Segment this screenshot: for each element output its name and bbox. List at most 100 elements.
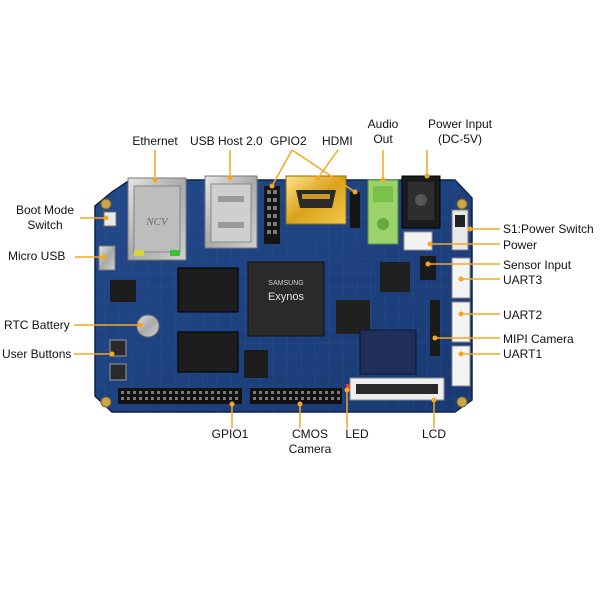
header-pin	[253, 391, 256, 394]
header-pin	[325, 391, 328, 394]
label-boot-mode-line1: Boot Mode	[15, 203, 75, 217]
header-pin	[181, 397, 184, 400]
label-micro-usb: Micro USB	[8, 249, 66, 263]
lcd-connector	[349, 377, 445, 401]
label-lcd: LCD	[421, 427, 446, 441]
header-pin	[127, 397, 130, 400]
header-pin	[217, 391, 220, 394]
header-pin	[313, 397, 316, 400]
header-pin	[235, 391, 238, 394]
label-power-input-line2: (DC-5V)	[438, 132, 482, 146]
header-pin	[271, 391, 274, 394]
header-pin	[211, 391, 214, 394]
header-pin	[205, 397, 208, 400]
header-pin	[145, 391, 148, 394]
header-pin	[331, 391, 334, 394]
leader-dots	[101, 173, 473, 407]
ethernet-jack: NCV	[127, 177, 187, 261]
label-audio-out-line2: Out	[373, 132, 393, 146]
header-pin	[259, 391, 262, 394]
leader-lines	[74, 149, 500, 428]
header-pin	[133, 391, 136, 394]
label-cmos-camera-line2: Camera	[288, 442, 332, 456]
label-mipi-camera: MIPI Camera	[503, 332, 574, 346]
header-pin	[199, 391, 202, 394]
soc-name-text: Exynos	[268, 291, 305, 303]
label-led: LED	[345, 427, 369, 441]
label-s1-power-switch: S1:Power Switch	[503, 222, 594, 236]
header-pin	[175, 397, 178, 400]
header-pin	[133, 397, 136, 400]
header-pin	[277, 391, 280, 394]
small-header-right	[350, 192, 360, 228]
header-pin	[229, 391, 232, 394]
label-power: Power	[503, 238, 538, 252]
header-pin	[307, 397, 310, 400]
header-pin	[301, 391, 304, 394]
header-pin	[265, 397, 268, 400]
power-connector	[403, 231, 433, 251]
gpio1-header	[118, 388, 242, 404]
header-pin	[193, 391, 196, 394]
power-input-jack	[401, 175, 441, 229]
header-pin	[301, 397, 304, 400]
label-uart1: UART1	[503, 347, 543, 361]
header-pin	[325, 397, 328, 400]
header-pin	[289, 397, 292, 400]
label-sensor-input: Sensor Input	[503, 258, 572, 272]
gpio2-header	[264, 186, 280, 244]
header-pin	[283, 397, 286, 400]
label-uart2: UART2	[503, 308, 543, 322]
label-cmos-camera: CMOS Camera	[280, 427, 340, 457]
label-power-input: Power Input (DC-5V)	[420, 117, 500, 147]
header-pin	[223, 391, 226, 394]
header-pin	[205, 391, 208, 394]
label-audio-out-line1: Audio	[367, 117, 399, 131]
sensor-header	[420, 256, 436, 280]
label-usb-host: USB Host 2.0	[190, 134, 263, 148]
mipi-camera-connector	[430, 300, 440, 356]
audio-jack	[367, 179, 399, 245]
hdmi-port	[285, 175, 347, 225]
label-gpio2: GPIO2	[270, 134, 307, 148]
header-pin	[217, 397, 220, 400]
header-pin	[283, 391, 286, 394]
header-pin	[151, 397, 154, 400]
header-pin	[163, 397, 166, 400]
header-pin	[139, 391, 142, 394]
header-pin	[175, 391, 178, 394]
header-pin	[253, 397, 256, 400]
header-pin	[331, 397, 334, 400]
header-pin	[265, 391, 268, 394]
user-button-set	[109, 339, 127, 381]
label-uart3: UART3	[503, 273, 543, 287]
label-boot-mode-line2: Switch	[27, 218, 63, 232]
header-pin	[157, 391, 160, 394]
label-user-buttons: User Buttons	[2, 347, 72, 361]
header-pin	[259, 397, 262, 400]
header-pin	[169, 397, 172, 400]
header-pin	[337, 391, 340, 394]
header-pin	[121, 397, 124, 400]
label-cmos-camera-line1: CMOS	[292, 427, 328, 441]
soc-chip: SAMSUNG Exynos	[247, 261, 325, 337]
header-pin	[187, 397, 190, 400]
label-audio-out: Audio Out	[363, 117, 403, 147]
ram-chips	[177, 267, 239, 373]
header-pin	[277, 397, 280, 400]
header-pin	[163, 391, 166, 394]
header-pin	[181, 391, 184, 394]
header-pin	[319, 397, 322, 400]
header-pin	[319, 391, 322, 394]
header-pin	[139, 397, 142, 400]
header-pin	[289, 391, 292, 394]
header-pin	[229, 397, 232, 400]
header-pin	[121, 391, 124, 394]
soc-brand-text: SAMSUNG	[268, 280, 303, 287]
label-gpio1: GPIO1	[211, 427, 249, 441]
header-pin	[295, 391, 298, 394]
header-pin	[157, 397, 160, 400]
header-pin	[223, 397, 226, 400]
